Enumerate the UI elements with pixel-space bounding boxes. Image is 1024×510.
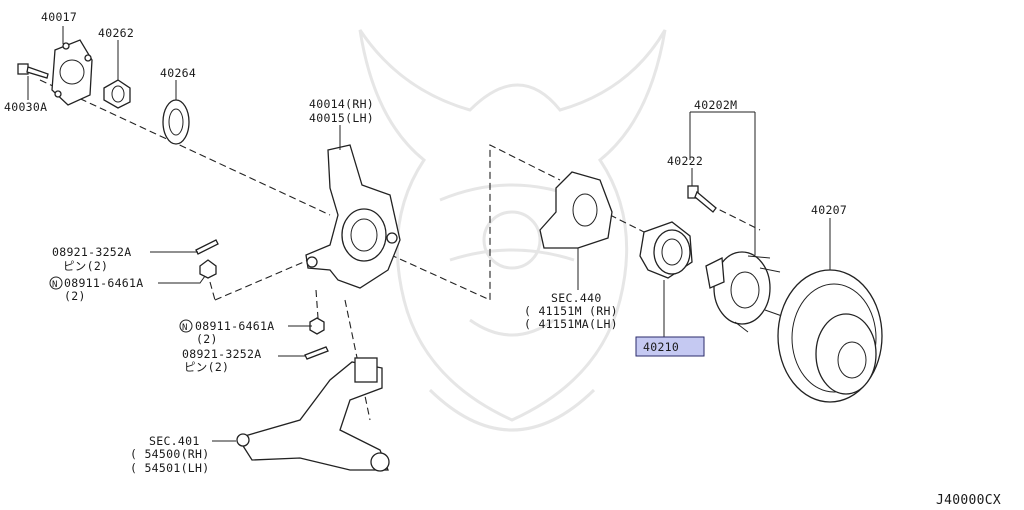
label-sec440[interactable]: SEC.440 bbox=[551, 291, 602, 305]
label-40030A[interactable]: 40030A bbox=[4, 100, 47, 114]
label-41151MA: ( 41151MA(LH) bbox=[524, 317, 618, 331]
hub-cap-plate bbox=[51, 39, 93, 106]
svg-text:N: N bbox=[182, 323, 188, 333]
label-08911-lower-qty: (2) bbox=[196, 332, 218, 346]
label-40207[interactable]: 40207 bbox=[811, 203, 847, 217]
label-40015[interactable]: 40015(LH) bbox=[309, 111, 374, 125]
label-40210[interactable]: 40210 bbox=[643, 340, 679, 354]
nut-symbol-lower: N bbox=[179, 319, 193, 333]
label-08911-upper-qty: (2) bbox=[64, 289, 86, 303]
baffle-plate bbox=[539, 171, 613, 249]
label-08921-lower-qty: ピン(2) bbox=[184, 360, 229, 374]
label-08921-lower[interactable]: 08921-3252A bbox=[182, 347, 261, 361]
wheel-hub bbox=[705, 251, 783, 333]
part-labels: 40017 40262 40030A 40264 40014(RH) 40015… bbox=[4, 10, 1001, 508]
label-08921-upper[interactable]: 08921-3252A bbox=[52, 245, 131, 259]
lower-control-arm bbox=[236, 357, 390, 472]
axle-nut bbox=[103, 79, 131, 109]
label-40202M[interactable]: 40202M bbox=[694, 98, 737, 112]
label-40017[interactable]: 40017 bbox=[41, 10, 77, 24]
label-sec401[interactable]: SEC.401 bbox=[149, 434, 200, 448]
watermark-logo bbox=[358, 29, 667, 432]
wheel-bearing bbox=[639, 221, 693, 279]
cotter-pin-lower bbox=[304, 346, 329, 360]
label-40014[interactable]: 40014(RH) bbox=[309, 97, 374, 111]
label-08921-upper-qty: ピン(2) bbox=[63, 259, 108, 273]
brake-rotor bbox=[777, 269, 883, 403]
nut-symbol-upper: N bbox=[49, 276, 63, 290]
label-40222[interactable]: 40222 bbox=[667, 154, 703, 168]
label-08911-lower[interactable]: 08911-6461A bbox=[195, 319, 274, 333]
label-54501: ( 54501(LH) bbox=[130, 461, 209, 475]
label-41151M: ( 41151M (RH) bbox=[524, 304, 618, 318]
bolt-40030A bbox=[17, 63, 49, 79]
label-54500: ( 54500(RH) bbox=[130, 447, 209, 461]
castle-nut-upper bbox=[199, 259, 217, 279]
cotter-pin-upper bbox=[195, 239, 219, 255]
leader-lines bbox=[27, 26, 831, 442]
castle-nut-lower bbox=[309, 317, 325, 335]
highlight-40210 bbox=[635, 336, 705, 357]
grease-seal bbox=[162, 99, 190, 145]
diagram-code: J40000CX bbox=[936, 493, 1001, 508]
svg-text:N: N bbox=[52, 280, 58, 290]
label-08911-upper[interactable]: 08911-6461A bbox=[64, 276, 143, 290]
label-40262[interactable]: 40262 bbox=[98, 26, 134, 40]
hub-bolt bbox=[687, 185, 717, 213]
label-40264[interactable]: 40264 bbox=[160, 66, 196, 80]
steering-knuckle bbox=[305, 144, 401, 289]
